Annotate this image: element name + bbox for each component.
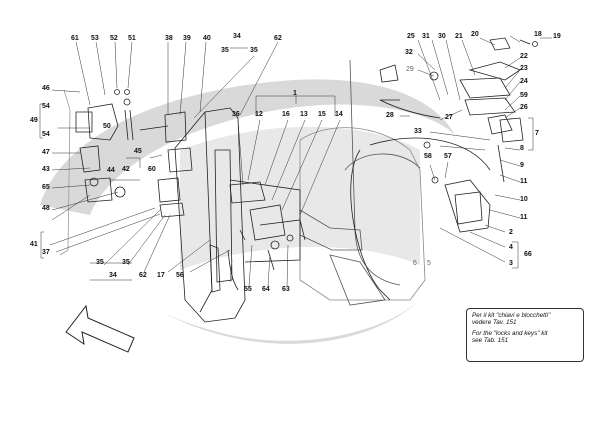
callout-41: 41 [30,241,38,248]
callout-42: 42 [122,166,130,173]
callout-26: 26 [520,104,528,111]
callout-50: 50 [103,123,111,130]
callout-53: 53 [91,35,99,42]
callout-1: 1 [293,90,297,97]
callout-57: 57 [444,153,452,160]
callout-36: 36 [232,111,240,118]
callout-56: 56 [176,272,184,279]
callout-19: 19 [553,33,561,40]
callout-66: 66 [524,251,532,258]
callout-14: 14 [335,111,343,118]
callout-28: 28 [386,112,394,119]
callout-54-b: 54 [42,131,50,138]
callout-64: 64 [262,286,270,293]
callout-20: 20 [471,31,479,38]
callout-2: 2 [509,229,513,236]
callout-35-b: 35 [250,47,258,54]
hinge-assembly [59,89,193,256]
callout-35-c: 35 [96,259,104,266]
callout-34-bottom: 34 [109,272,117,279]
reference-note: Per il kit "chiavi e blocchetti" vedere … [466,308,584,362]
callout-34-top: 34 [233,33,241,40]
callout-5: 5 [427,260,431,267]
callout-30: 30 [438,33,446,40]
callout-39: 39 [183,35,191,42]
callout-17: 17 [157,272,165,279]
callout-45: 45 [134,148,142,155]
callout-47: 47 [42,149,50,156]
callout-8: 8 [520,145,524,152]
callout-33: 33 [414,128,422,135]
callout-12: 12 [255,111,263,118]
callout-27: 27 [445,114,453,121]
callout-3: 3 [509,260,513,267]
callout-32: 32 [405,49,413,56]
note-italian: Per il kit "chiavi e blocchetti" vedere … [472,312,551,327]
callout-7: 7 [535,130,539,137]
lock-cable-assembly [350,37,538,301]
callout-43: 43 [42,166,50,173]
callout-51: 51 [128,35,136,42]
callout-6: 6 [413,260,417,267]
callout-4: 4 [509,244,513,251]
callout-35-a: 35 [221,47,229,54]
callout-24: 24 [520,78,528,85]
callout-62-top: 62 [274,35,282,42]
callout-13: 13 [300,111,308,118]
callout-15: 15 [318,111,326,118]
callout-62-bottom: 62 [139,272,147,279]
callout-60: 60 [148,166,156,173]
callout-48: 48 [42,205,50,212]
callout-38: 38 [165,35,173,42]
leader-lines [39,35,552,287]
callout-11-b: 11 [520,214,528,221]
callout-55: 55 [244,286,252,293]
window-regulator [209,181,306,293]
callout-11-a: 11 [520,178,528,185]
direction-arrow [65,304,135,353]
callout-52: 52 [110,35,118,42]
callout-59: 59 [520,92,528,99]
callout-25: 25 [407,33,415,40]
note-english: For the "locks and keys" kit see Tab. 15… [472,329,548,345]
callout-10: 10 [520,196,528,203]
callout-31: 31 [422,33,430,40]
callout-37: 37 [42,249,50,256]
callout-54-a: 54 [42,103,50,110]
callout-18: 18 [534,31,542,38]
callout-22: 22 [520,53,528,60]
callout-40: 40 [203,35,211,42]
callout-61: 61 [71,35,79,42]
callout-35-d: 35 [122,259,130,266]
callout-21: 21 [455,33,463,40]
callout-44: 44 [107,167,115,174]
callout-65: 65 [42,184,50,191]
callout-49: 49 [30,117,38,124]
callout-58: 58 [424,153,432,160]
callout-23: 23 [520,65,528,72]
callout-16: 16 [282,111,290,118]
callout-9: 9 [520,162,524,169]
callout-29: 29 [406,66,414,73]
callout-46: 46 [42,85,50,92]
callout-63: 63 [282,286,290,293]
